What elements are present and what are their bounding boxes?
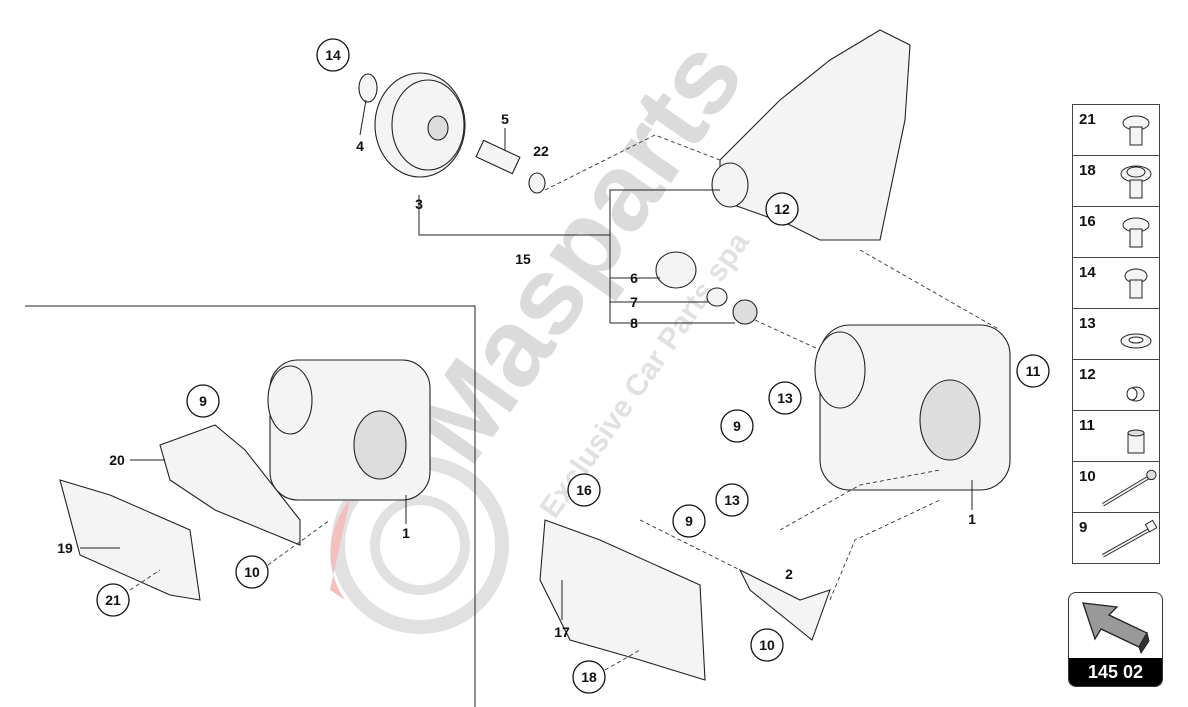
washer-bolt-icon (1120, 165, 1152, 199)
snap-ring (706, 287, 728, 307)
callout-2: 2 (785, 566, 793, 582)
callout-4: 4 (356, 138, 364, 154)
nut (732, 299, 758, 325)
callout-10: 10 (750, 628, 784, 662)
callout-9: 9 (186, 384, 220, 418)
callout-16: 16 (567, 473, 601, 507)
page-code: 145 02 (1069, 658, 1162, 686)
legend-item: 13 (1073, 309, 1159, 360)
plain-callouts: 4 5 22 3 15 6 7 8 20 19 1 1 17 2 (57, 111, 976, 640)
svg-text:16: 16 (576, 482, 592, 498)
legend-item: 11 (1073, 411, 1159, 462)
svg-text:14: 14 (325, 47, 341, 63)
callout-20: 20 (109, 452, 125, 468)
callout-3: 3 (415, 196, 423, 212)
callout-8: 8 (630, 315, 638, 331)
callout-13: 13 (715, 483, 749, 517)
callout-7: 7 (630, 294, 638, 310)
svg-text:10: 10 (759, 637, 775, 653)
svg-text:12: 12 (774, 201, 790, 217)
callout-9: 9 (672, 504, 706, 538)
shaft-bolt (475, 139, 521, 175)
legend-item: 18 (1073, 156, 1159, 207)
callout-15: 15 (515, 251, 531, 267)
svg-text:11: 11 (1026, 363, 1041, 379)
callout-10: 10 (235, 555, 269, 589)
circled-callouts: 14 12 11 13 9 9 16 13 9 10 21 18 10 (96, 38, 1050, 694)
heat-shield-19 (59, 479, 201, 601)
callout-6: 6 (630, 270, 638, 286)
pulley (374, 72, 466, 178)
long-bolt-icon (1101, 519, 1157, 558)
fastener-legend: 21 18 16 14 13 12 11 10 9 (1072, 104, 1160, 564)
flange-bolt-icon (1122, 217, 1150, 248)
flange-bolt-icon (1122, 115, 1150, 146)
callout-13: 13 (768, 381, 802, 415)
callout-21: 21 (96, 583, 130, 617)
svg-text:10: 10 (244, 564, 260, 580)
callout-5: 5 (501, 111, 509, 127)
compressor-left (267, 359, 431, 501)
svg-text:13: 13 (777, 390, 793, 406)
callout-17: 17 (554, 624, 570, 640)
legend-item: 10 (1073, 462, 1159, 513)
svg-text:9: 9 (685, 513, 693, 529)
bracket (719, 29, 911, 241)
callout-9: 9 (720, 409, 754, 443)
callout-1: 1 (402, 525, 410, 541)
callout-19: 19 (57, 540, 73, 556)
callout-18: 18 (572, 660, 606, 694)
bushing-icon (1127, 429, 1145, 454)
legend-item: 12 (1073, 360, 1159, 411)
sleeve-icon (1126, 386, 1145, 402)
callout-14: 14 (316, 38, 350, 72)
callout-12: 12 (765, 192, 799, 226)
callout-22: 22 (533, 143, 549, 159)
heat-shield-17 (539, 519, 706, 681)
svg-text:9: 9 (733, 418, 741, 434)
legend-item: 9 (1073, 513, 1159, 563)
heat-shield-20 (159, 424, 301, 546)
svg-text:9: 9 (199, 393, 207, 409)
legend-item: 14 (1073, 258, 1159, 309)
leader-lines (80, 99, 1001, 671)
svg-text:13: 13 (724, 492, 740, 508)
compressor-right (814, 324, 1011, 491)
pulley-washer (358, 73, 378, 103)
legend-item: 16 (1073, 207, 1159, 258)
washer-icon (1120, 333, 1152, 349)
bearing (655, 251, 697, 289)
flange-bolt-icon (1124, 268, 1148, 299)
previous-page-nav-button[interactable]: 145 02 (1068, 592, 1163, 687)
circlip (528, 172, 546, 194)
svg-text:18: 18 (581, 669, 597, 685)
bracket-2 (738, 568, 831, 641)
legend-item: 21 (1073, 105, 1159, 156)
callout-11: 11 (1016, 354, 1050, 388)
callout-1: 1 (968, 511, 976, 527)
long-bolt-icon (1101, 469, 1157, 507)
svg-text:21: 21 (105, 592, 121, 608)
arrow-back-icon (1082, 602, 1150, 655)
